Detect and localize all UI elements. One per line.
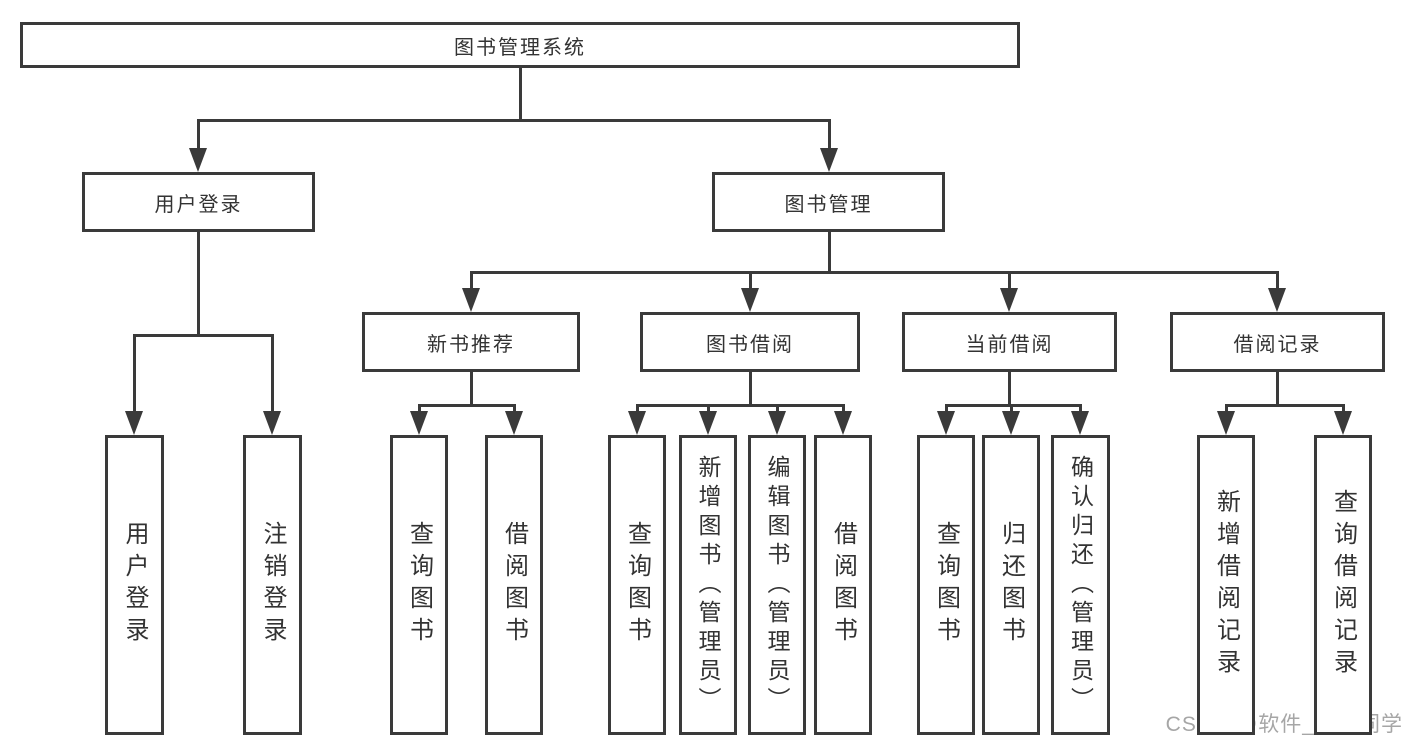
node-logout: 注销登录 <box>243 435 302 735</box>
connector-line <box>197 232 200 337</box>
node-new-book-rec: 新书推荐 <box>362 312 580 372</box>
node-label: 新增图书（管理员） <box>695 454 721 716</box>
node-label: 用户登录 <box>121 521 148 649</box>
connector-arrow-down-icon <box>768 411 786 435</box>
connector-line <box>418 404 515 407</box>
connector-line <box>1008 271 1011 292</box>
node-user-login-leaf: 用户登录 <box>105 435 164 735</box>
node-label: 新增借阅记录 <box>1212 489 1240 681</box>
connector-arrow-down-icon <box>1002 411 1020 435</box>
connector-arrow-down-icon <box>1071 411 1089 435</box>
connector-line <box>1008 372 1011 407</box>
connector-line <box>749 271 752 292</box>
node-root: 图书管理系统 <box>20 22 1020 68</box>
node-cb-query-books: 查询图书 <box>917 435 975 735</box>
connector-line <box>470 372 473 407</box>
node-label: 注销登录 <box>259 521 286 649</box>
connector-line <box>1276 372 1279 407</box>
node-label: 当前借阅 <box>965 333 1054 356</box>
node-label: 查询图书 <box>623 521 651 649</box>
connector-arrow-down-icon <box>628 411 646 435</box>
connector-arrow-down-icon <box>189 148 207 172</box>
node-label: 确认归还（管理员） <box>1067 454 1094 716</box>
node-label: 借阅图书 <box>829 521 857 649</box>
connector-line <box>636 404 639 415</box>
node-br-query-record: 查询借阅记录 <box>1314 435 1372 735</box>
connector-line <box>1079 404 1082 415</box>
connector-arrow-down-icon <box>1000 288 1018 312</box>
connector-arrow-down-icon <box>1268 288 1286 312</box>
connector-arrow-down-icon <box>741 288 759 312</box>
connector-line <box>418 404 421 415</box>
node-label: 图书借阅 <box>706 333 794 356</box>
connector-line <box>271 334 274 415</box>
node-book-mgmt: 图书管理 <box>712 172 945 232</box>
connector-line <box>636 404 844 407</box>
node-nb-borrow-books: 借阅图书 <box>485 435 543 735</box>
connector-arrow-down-icon <box>263 411 281 435</box>
node-cb-return-books: 归还图书 <box>982 435 1040 735</box>
node-label: 查询图书 <box>932 521 960 649</box>
connector-line <box>707 404 710 415</box>
node-cb-confirm-return: 确认归还（管理员） <box>1051 435 1110 735</box>
node-label: 图书管理 <box>784 193 873 216</box>
connector-arrow-down-icon <box>125 411 143 435</box>
connector-line <box>470 271 1278 274</box>
connector-arrow-down-icon <box>410 411 428 435</box>
connector-line <box>945 404 948 415</box>
node-user-login: 用户登录 <box>82 172 315 232</box>
node-label: 归还图书 <box>997 521 1025 649</box>
connector-line <box>1010 404 1013 415</box>
connector-line <box>1342 404 1345 415</box>
node-label: 借阅图书 <box>500 521 528 649</box>
node-bb-add-books: 新增图书（管理员） <box>679 435 737 735</box>
connector-line <box>133 334 273 337</box>
connector-arrow-down-icon <box>820 148 838 172</box>
connector-arrow-down-icon <box>699 411 717 435</box>
connector-line <box>513 404 516 415</box>
connector-line <box>776 404 779 415</box>
node-label: 借阅记录 <box>1233 333 1322 356</box>
node-book-borrow: 图书借阅 <box>640 312 860 372</box>
connector-line <box>519 68 522 122</box>
node-bb-borrow-books: 借阅图书 <box>814 435 872 735</box>
connector-arrow-down-icon <box>937 411 955 435</box>
connector-arrow-down-icon <box>1217 411 1235 435</box>
node-bb-query-books: 查询图书 <box>608 435 666 735</box>
connector-line <box>1225 404 1344 407</box>
connector-arrow-down-icon <box>834 411 852 435</box>
node-label: 用户登录 <box>154 193 243 216</box>
connector-line <box>842 404 845 415</box>
connector-line <box>197 119 200 152</box>
node-bb-edit-books: 编辑图书（管理员） <box>748 435 806 735</box>
connector-line <box>828 232 831 274</box>
node-label: 编辑图书（管理员） <box>764 454 790 716</box>
node-label: 查询借阅记录 <box>1329 489 1357 681</box>
connector-arrow-down-icon <box>1334 411 1352 435</box>
connector-line <box>749 372 752 407</box>
node-label: 新书推荐 <box>427 333 515 356</box>
connector-line <box>1276 271 1279 292</box>
connector-line <box>470 271 473 292</box>
connector-line <box>197 119 830 122</box>
node-br-add-record: 新增借阅记录 <box>1197 435 1255 735</box>
connector-line <box>828 119 831 152</box>
connector-line <box>1225 404 1228 415</box>
connector-arrow-down-icon <box>462 288 480 312</box>
node-label: 图书管理系统 <box>454 36 586 59</box>
connector-line <box>133 334 136 415</box>
connector-line <box>945 404 1081 407</box>
node-borrow-records: 借阅记录 <box>1170 312 1385 372</box>
node-current-borrow: 当前借阅 <box>902 312 1117 372</box>
node-label: 查询图书 <box>405 521 433 649</box>
connector-arrow-down-icon <box>505 411 523 435</box>
node-nb-query-books: 查询图书 <box>390 435 448 735</box>
